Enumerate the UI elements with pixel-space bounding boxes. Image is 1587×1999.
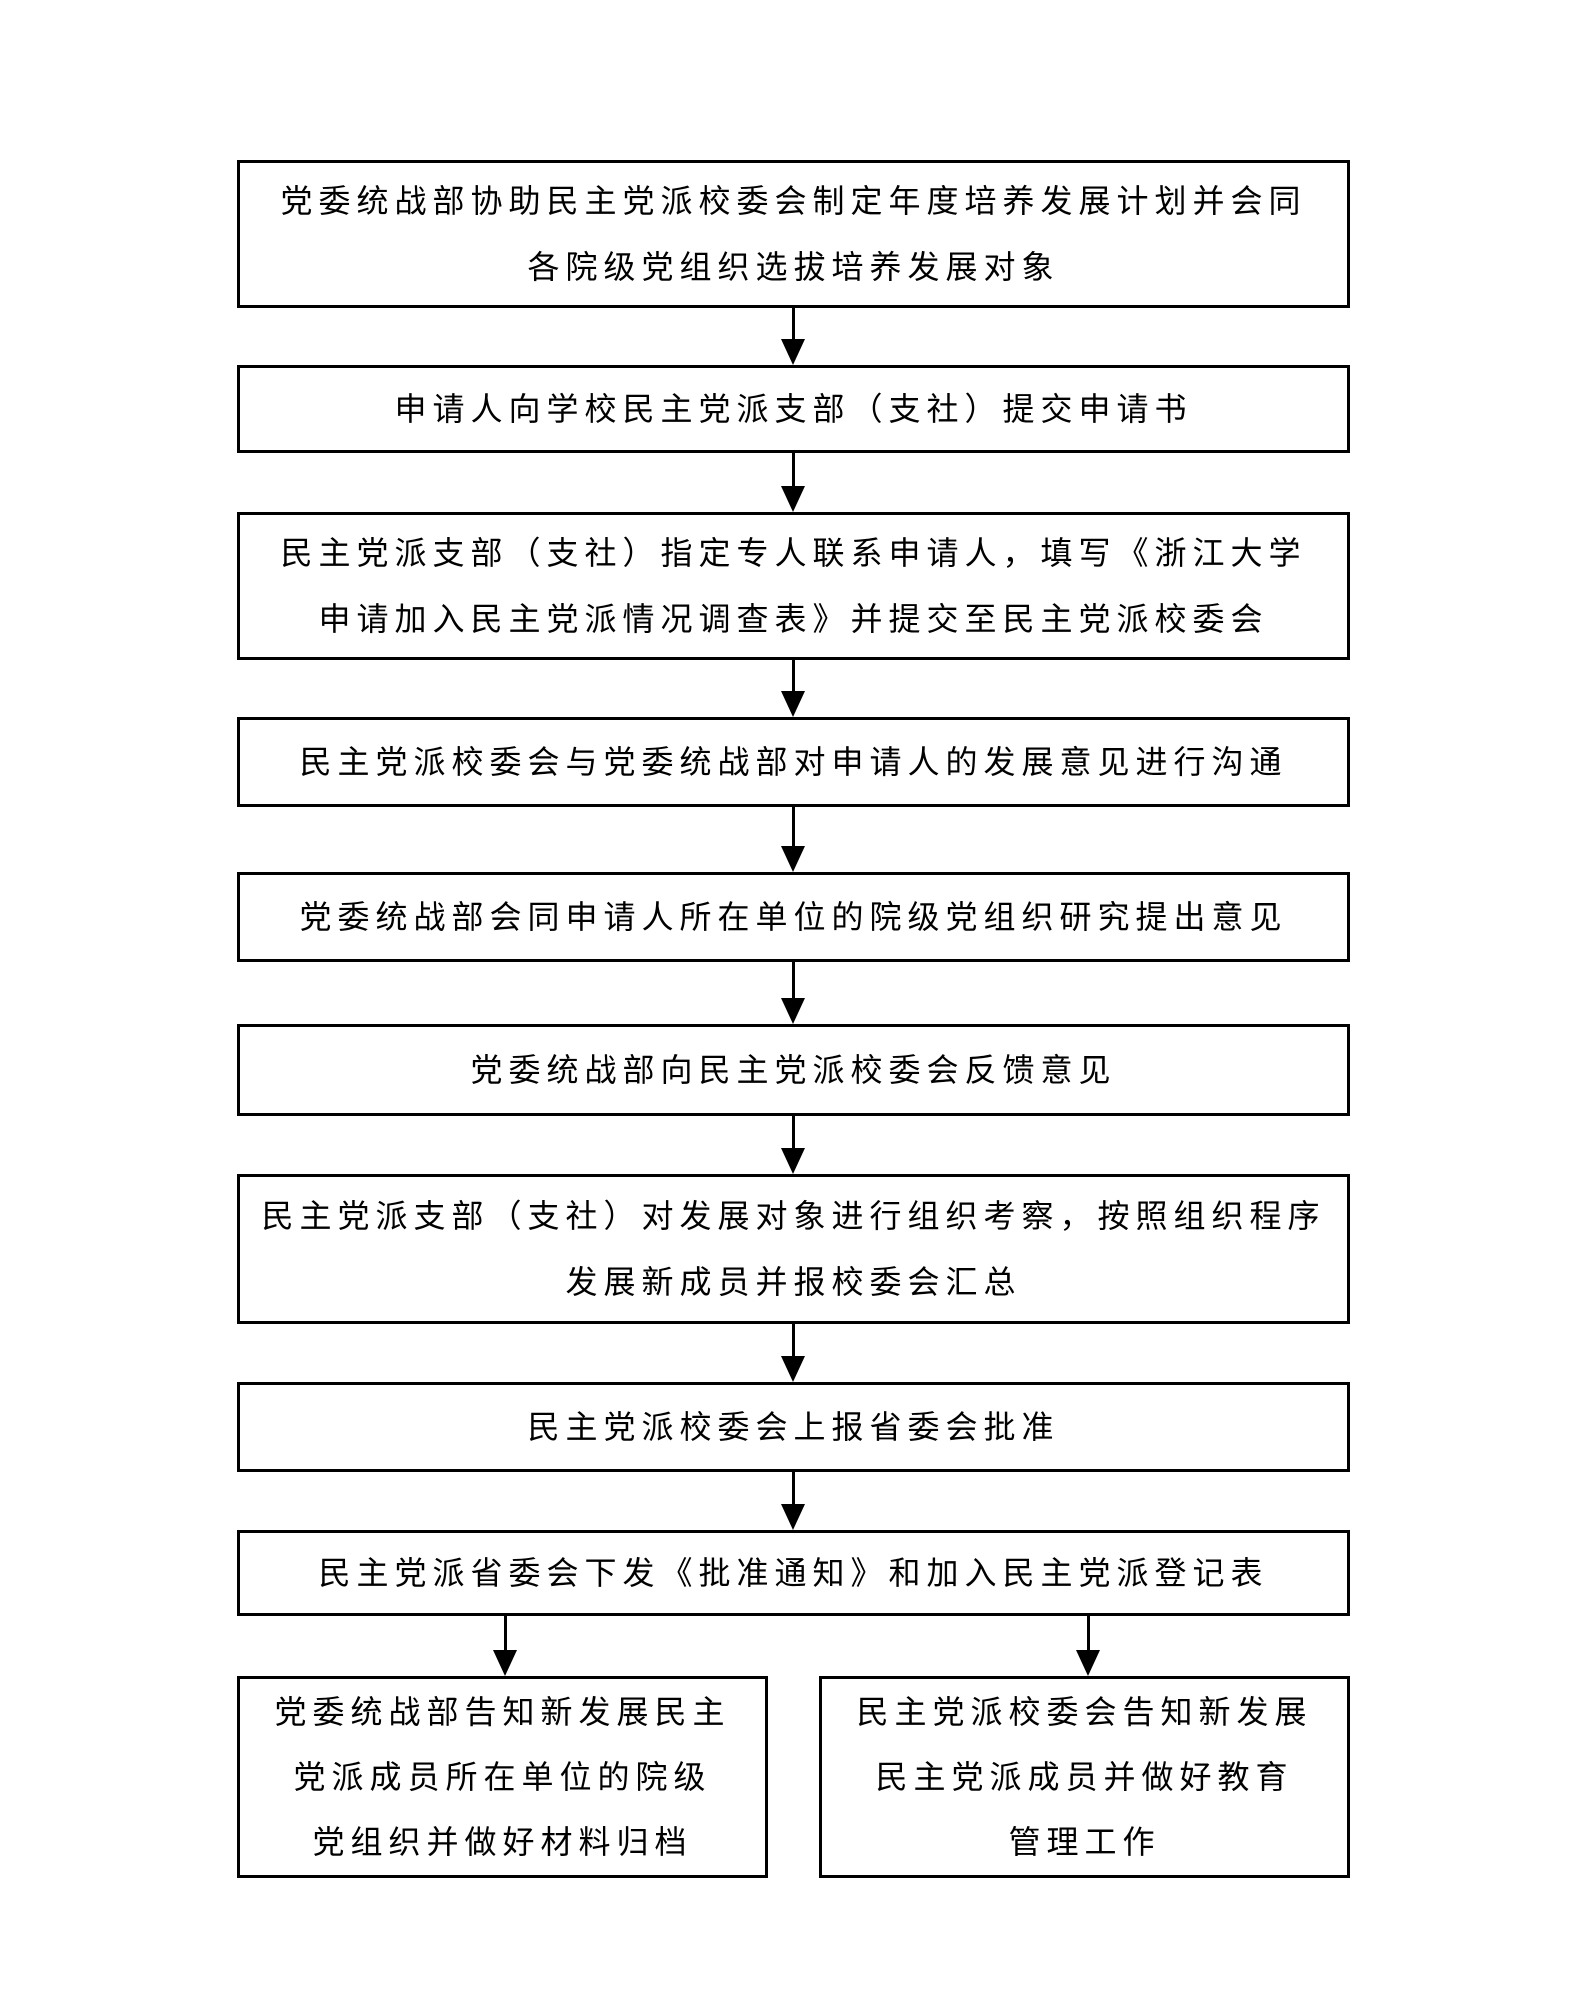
flow-step-8-text-line-1: 民主党派校委会上报省委会批准 [527, 1409, 1060, 1445]
down-arrow-6 [781, 1116, 805, 1174]
arrow-stem [791, 807, 795, 846]
down-arrow-1 [781, 308, 805, 365]
flow-step-1-text-line-1: 党委统战部协助民主党派校委会制定年度培养发展计划并会同 [280, 183, 1307, 219]
down-arrow-4 [781, 807, 805, 872]
flow-step-7: 民主党派支部（支社）对发展对象进行组织考察，按照组织程序 发展新成员并报校委会汇… [237, 1174, 1350, 1324]
arrow-stem [503, 1616, 507, 1650]
flow-step-5: 党委统战部会同申请人所在单位的院级党组织研究提出意见 [237, 872, 1350, 962]
flow-step-9-text-line-1: 民主党派省委会下发《批准通知》和加入民主党派登记表 [318, 1555, 1269, 1591]
arrow-stem [791, 1324, 795, 1356]
flow-branch-right-text-line-1: 民主党派校委会告知新发展 [856, 1693, 1313, 1730]
down-arrow-branch-left [493, 1616, 517, 1676]
arrow-head [781, 486, 805, 512]
flow-step-8: 民主党派校委会上报省委会批准 [237, 1382, 1350, 1472]
arrow-head [1076, 1650, 1100, 1676]
down-arrow-2 [781, 453, 805, 512]
flow-branch-left-text-line-3: 党组织并做好材料归档 [312, 1823, 693, 1860]
down-arrow-branch-right [1076, 1616, 1100, 1676]
flow-step-7-text-line-2: 发展新成员并报校委会汇总 [565, 1264, 1022, 1300]
arrow-stem [791, 1472, 795, 1504]
flow-step-3: 民主党派支部（支社）指定专人联系申请人，填写《浙江大学 申请加入民主党派情况调查… [237, 512, 1350, 660]
down-arrow-3 [781, 660, 805, 717]
flow-step-5-text-line-1: 党委统战部会同申请人所在单位的院级党组织研究提出意见 [299, 899, 1288, 935]
down-arrow-8 [781, 1472, 805, 1530]
flow-step-7-text-line-1: 民主党派支部（支社）对发展对象进行组织考察，按照组织程序 [261, 1198, 1326, 1234]
flow-branch-left: 党委统战部告知新发展民主 党派成员所在单位的院级 党组织并做好材料归档 [237, 1676, 768, 1878]
flow-step-9: 民主党派省委会下发《批准通知》和加入民主党派登记表 [237, 1530, 1350, 1616]
arrow-stem [791, 1116, 795, 1148]
flow-branch-left-text-line-1: 党委统战部告知新发展民主 [274, 1693, 731, 1730]
flow-branch-right: 民主党派校委会告知新发展 民主党派成员并做好教育 管理工作 [819, 1676, 1350, 1878]
down-arrow-5 [781, 962, 805, 1024]
flow-branch-right-text-line-2: 民主党派成员并做好教育 [875, 1758, 1294, 1795]
flow-step-6: 党委统战部向民主党派校委会反馈意见 [237, 1024, 1350, 1116]
flow-branch-right-text-line-3: 管理工作 [1008, 1823, 1161, 1860]
arrow-head [781, 691, 805, 717]
flow-step-2-text-line-1: 申请人向学校民主党派支部（支社）提交申请书 [394, 391, 1193, 427]
flow-step-3-text-line-1: 民主党派支部（支社）指定专人联系申请人，填写《浙江大学 [280, 535, 1307, 571]
arrow-head [781, 1504, 805, 1530]
arrow-stem [791, 308, 795, 339]
flow-step-1: 党委统战部协助民主党派校委会制定年度培养发展计划并会同 各院级党组织选拔培养发展… [237, 160, 1350, 308]
flow-step-6-text-line-1: 党委统战部向民主党派校委会反馈意见 [470, 1052, 1117, 1088]
arrow-head [781, 846, 805, 872]
flow-step-2: 申请人向学校民主党派支部（支社）提交申请书 [237, 365, 1350, 453]
arrow-stem [791, 453, 795, 486]
flow-step-4-text-line-1: 民主党派校委会与党委统战部对申请人的发展意见进行沟通 [299, 744, 1288, 780]
arrow-stem [791, 660, 795, 691]
down-arrow-7 [781, 1324, 805, 1382]
flow-branch-left-text-line-2: 党派成员所在单位的院级 [293, 1758, 712, 1795]
arrow-head [493, 1650, 517, 1676]
arrow-head [781, 1356, 805, 1382]
flow-step-1-text-line-2: 各院级党组织选拔培养发展对象 [527, 249, 1060, 285]
flow-step-4: 民主党派校委会与党委统战部对申请人的发展意见进行沟通 [237, 717, 1350, 807]
arrow-stem [791, 962, 795, 998]
arrow-head [781, 998, 805, 1024]
arrow-head [781, 339, 805, 365]
arrow-stem [1086, 1616, 1090, 1650]
arrow-head [781, 1148, 805, 1174]
flow-step-3-text-line-2: 申请加入民主党派情况调查表》并提交至民主党派校委会 [318, 601, 1269, 637]
